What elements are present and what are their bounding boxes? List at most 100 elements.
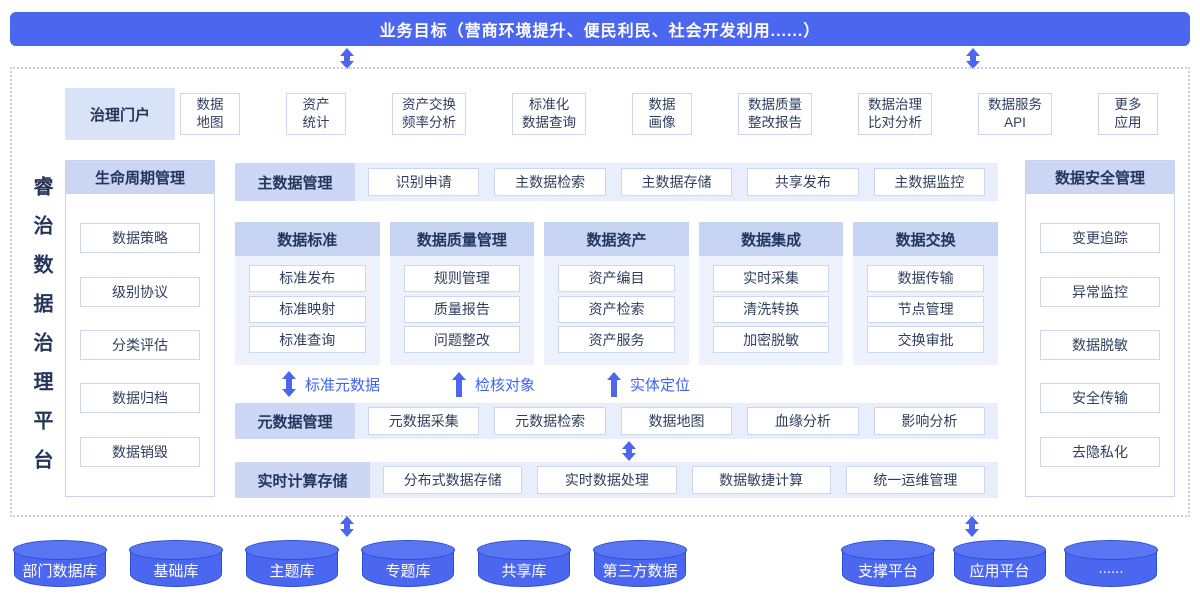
double-arrow-icon — [282, 371, 296, 397]
portal-row-label: 治理门户 — [65, 88, 175, 140]
database-cylinder: 主题库 — [245, 540, 339, 587]
module-chip: 数据策略 — [80, 223, 200, 254]
column-items: 规则管理质量报告问题整改 — [390, 256, 535, 365]
module-chip: 变更追踪 — [1040, 223, 1160, 254]
database-cylinder: 支撑平台 — [841, 540, 935, 587]
platform-cylinders: 支撑平台 应用平台 ...... — [841, 540, 1158, 587]
portal-item-line1: 资产交换 — [402, 97, 456, 113]
column-data-integration: 数据集成 实时采集清洗转换加密脱敏 — [698, 222, 844, 365]
portal-item: 资产交换 频率分析 — [392, 93, 466, 135]
module-chip: 数据敏捷计算 — [691, 466, 831, 494]
module-chip: 资产服务 — [558, 326, 675, 354]
up-arrow-icon — [607, 371, 621, 397]
module-chip: 去隐私化 — [1040, 436, 1160, 467]
database-cylinder: 第三方数据 — [593, 540, 687, 587]
module-chip: 实时采集 — [712, 264, 830, 292]
portal-item: 更多 应用 — [1098, 93, 1158, 135]
module-chip: 主数据检索 — [494, 168, 606, 196]
connector-arrow-top-left-icon — [340, 48, 354, 69]
business-goal-banner: 业务目标（营商环境提升、便民利民、社会开发利用......） — [10, 12, 1190, 46]
portal-item: 数据质量 整改报告 — [738, 93, 812, 135]
cylinder-label: 主题库 — [269, 563, 315, 580]
portal-item: 数据 地图 — [180, 93, 240, 135]
module-chip: 节点管理 — [867, 295, 984, 323]
cylinder-label: 应用平台 — [969, 563, 1030, 580]
portal-item: 资产 统计 — [286, 93, 346, 135]
master-data-row: 主数据管理 识别申请主数据检索主数据存储共享发布主数据监控 — [235, 163, 998, 201]
portal-item: 标准化 数据查询 — [512, 93, 586, 135]
module-chip: 分类评估 — [80, 329, 200, 360]
column-items: 标准发布标准映射标准查询 — [235, 256, 380, 365]
connector-arrow-bottom-right-icon — [965, 516, 979, 537]
connector-arrow-top-right-icon — [966, 48, 980, 69]
module-chip: 加密脱敏 — [712, 326, 830, 354]
cylinder-label: 专题库 — [385, 563, 431, 580]
metadata-row-label: 元数据管理 — [235, 403, 355, 439]
cylinder-label: 第三方数据 — [602, 563, 678, 580]
module-chip: 规则管理 — [403, 264, 521, 292]
module-chip: 标准发布 — [249, 264, 366, 292]
module-chip: 主数据存储 — [620, 168, 733, 196]
portal-item-line2: 统计 — [302, 115, 330, 130]
database-cylinder: 共享库 — [477, 540, 571, 587]
flow-standard-metadata: 标准元数据 — [282, 371, 380, 397]
module-chip: 元数据采集 — [368, 407, 480, 435]
module-chip: 元数据检索 — [494, 407, 606, 435]
platform-frame — [10, 67, 1190, 517]
master-data-row-label: 主数据管理 — [235, 163, 355, 201]
metadata-row: 元数据管理 元数据采集元数据检索数据地图血缘分析影响分析 — [235, 403, 998, 439]
capability-columns: 数据标准 标准发布标准映射标准查询 数据质量管理 规则管理质量报告问题整改 数据… — [235, 222, 998, 365]
platform-title: 睿治数据治理平台 — [30, 176, 52, 488]
module-chip: 共享发布 — [747, 168, 859, 196]
portal-item-line1: 数据服务 — [988, 97, 1042, 113]
column-data-exchange: 数据交换 数据传输节点管理交换审批 — [853, 222, 998, 365]
flow-check-object: 检核对象 — [452, 371, 535, 397]
portal-item-line1: 数据 — [648, 97, 676, 113]
module-chip: 数据脱敏 — [1040, 329, 1160, 360]
portal-item-line2: 比对分析 — [868, 115, 922, 130]
portal-item-line1: 数据质量 — [748, 97, 802, 113]
connector-arrow-bottom-left-icon — [340, 516, 354, 537]
module-chip: 标准映射 — [249, 295, 366, 323]
module-chip: 数据地图 — [620, 407, 733, 435]
database-cylinder: 基础库 — [129, 540, 223, 587]
module-chip: 交换审批 — [867, 326, 984, 354]
compute-row: 实时计算存储 分布式数据存储实时数据处理数据敏捷计算统一运维管理 — [235, 462, 998, 498]
database-cylinder: ...... — [1064, 540, 1158, 587]
module-chip: 安全传输 — [1040, 383, 1160, 414]
portal-item-line2: 频率分析 — [402, 115, 456, 130]
database-cylinder: 专题库 — [361, 540, 455, 587]
cylinder-label: 部门数据库 — [22, 563, 98, 580]
module-chip: 资产检索 — [558, 295, 675, 323]
module-chip: 血缘分析 — [747, 407, 859, 435]
portal-item-line1: 数据 — [196, 97, 224, 113]
connector-arrow-middle-icon — [622, 441, 636, 461]
module-chip: 分布式数据存储 — [383, 466, 523, 494]
flow-entity-location: 实体定位 — [607, 371, 690, 397]
portal-item-line2: 数据查询 — [522, 115, 576, 130]
portal-item: 数据服务 API — [978, 93, 1052, 135]
portal-item-line1: 资产 — [302, 97, 330, 113]
lifecycle-column: 生命周期管理 数据策略级别协议分类评估数据归档数据销毁 — [65, 160, 215, 497]
module-chip: 资产编目 — [558, 264, 675, 292]
module-chip: 影响分析 — [873, 407, 986, 435]
column-title: 数据质量管理 — [389, 222, 535, 256]
flow-label: 检核对象 — [475, 376, 536, 394]
portal-item-line2: 画像 — [648, 115, 676, 130]
module-chip: 主数据监控 — [873, 168, 986, 196]
module-chip: 数据归档 — [80, 383, 200, 414]
database-cylinder: 应用平台 — [952, 540, 1047, 587]
module-chip: 标准查询 — [249, 326, 366, 354]
portal-item-line2: API — [1004, 115, 1026, 130]
portal-item-line1: 更多 — [1114, 97, 1142, 113]
column-data-quality: 数据质量管理 规则管理质量报告问题整改 — [389, 222, 535, 365]
portal-item-line1: 标准化 — [528, 97, 570, 113]
column-title: 数据交换 — [853, 222, 998, 256]
portal-item: 数据 画像 — [632, 93, 692, 135]
portal-item: 数据治理 比对分析 — [858, 93, 932, 135]
security-column-title: 数据安全管理 — [1026, 161, 1174, 194]
portal-item-line1: 数据治理 — [868, 97, 922, 113]
module-chip: 清洗转换 — [712, 295, 830, 323]
module-chip: 质量报告 — [403, 295, 521, 323]
portal-item-line2: 整改报告 — [748, 115, 802, 130]
